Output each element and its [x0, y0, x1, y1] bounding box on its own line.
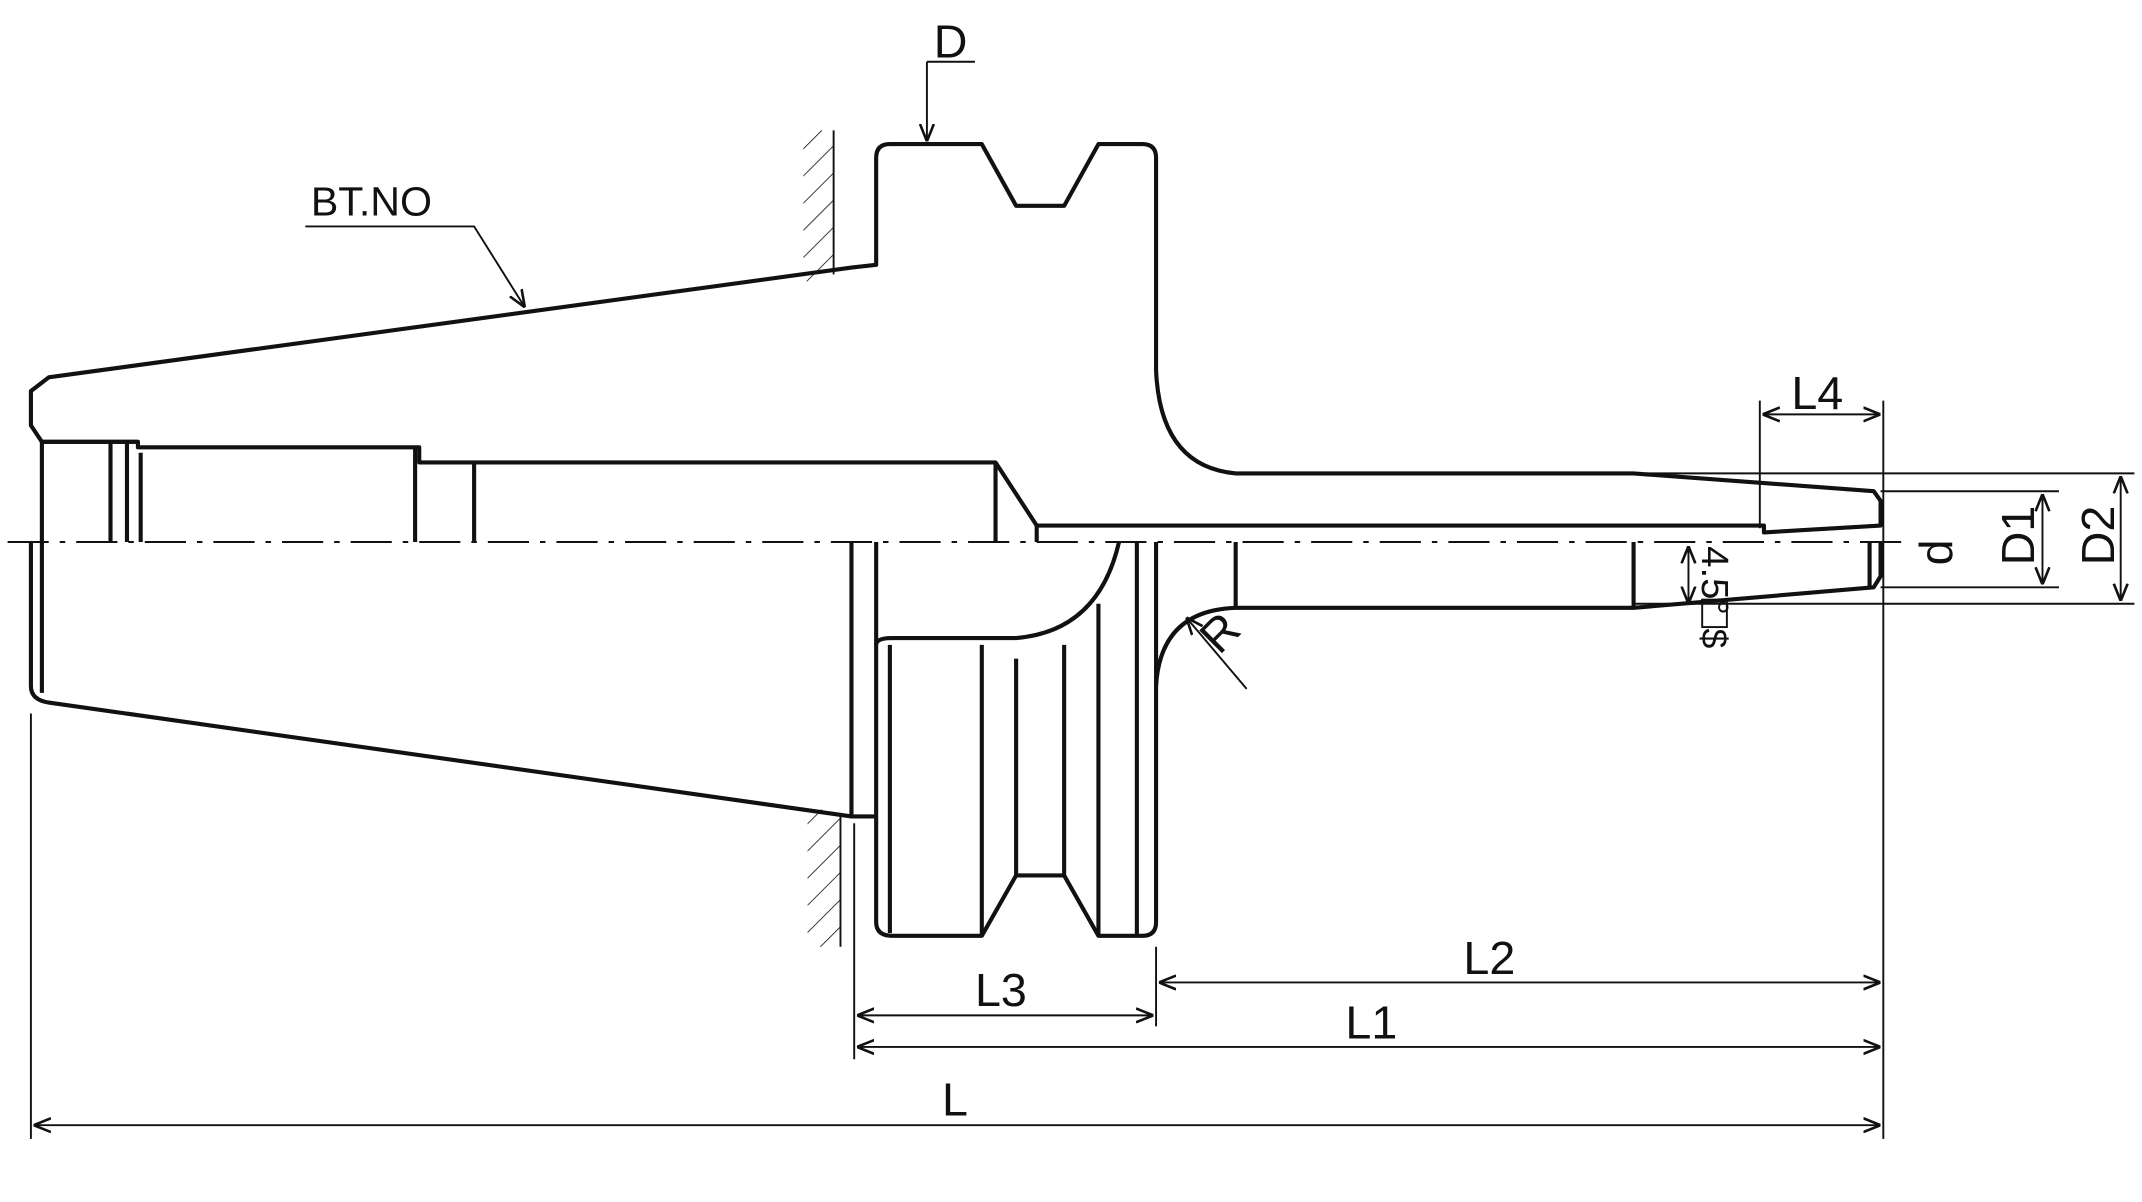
label-l: L	[942, 1074, 968, 1126]
label-l3: L3	[975, 964, 1027, 1016]
dimension-lines	[33, 60, 2121, 1125]
bore-details	[39, 441, 1039, 542]
spindle-wall-lower	[807, 809, 841, 947]
label-bt-no: BT.NO	[311, 178, 432, 224]
label-l1: L1	[1345, 997, 1397, 1049]
label-angle: 4.5°	[1693, 546, 1736, 615]
label-d1: D1	[1992, 506, 2044, 566]
lower-outline	[28, 541, 1883, 938]
spindle-wall-upper	[803, 130, 834, 282]
label-d-small: d	[1910, 539, 1962, 565]
label-symbol: $	[1694, 628, 1734, 648]
label-l4: L4	[1791, 367, 1843, 419]
label-d2: D2	[2072, 506, 2124, 566]
upper-section	[28, 142, 1883, 535]
label-l2: L2	[1463, 932, 1515, 984]
label-d-groove: D	[934, 16, 968, 68]
label-radius: R	[1189, 602, 1250, 663]
extension-lines	[29, 400, 2135, 1139]
